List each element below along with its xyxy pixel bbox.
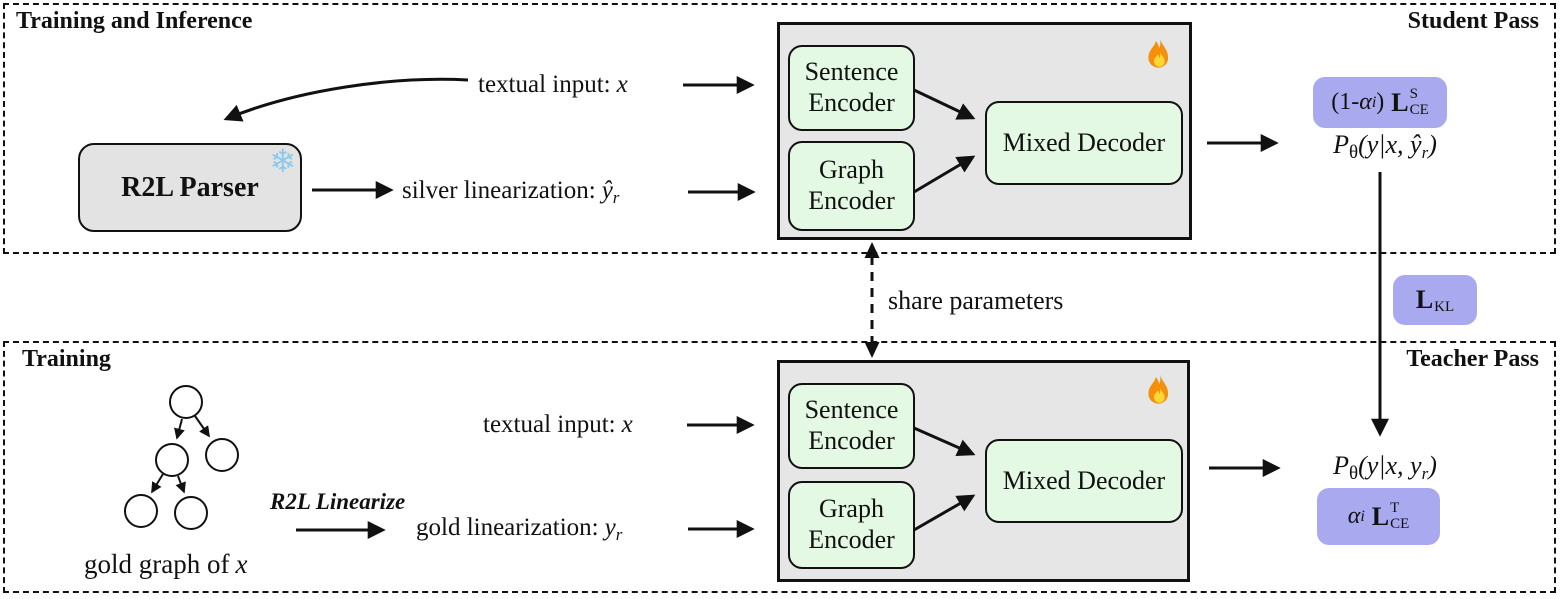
student-loss-alpha: α xyxy=(1359,89,1372,115)
teacher-mixed-decoder: Mixed Decoder xyxy=(985,439,1183,523)
bottom-section-title: Training xyxy=(22,346,111,372)
silver-linearization-label: silver linearization:ŷr xyxy=(402,177,619,208)
student-formula-var-sub: r xyxy=(1421,143,1429,162)
student-loss-coef-close: ) xyxy=(1376,89,1385,115)
textual-input-label-top: textual input:x xyxy=(478,71,628,99)
silver-linearization-var: ŷ xyxy=(601,177,613,204)
student-loss-alpha-sub: i xyxy=(1371,93,1377,111)
teacher-section-frame xyxy=(3,341,1556,593)
teacher-output-formula: Pθ(y|x, yr) xyxy=(1300,451,1470,485)
graph-node-right xyxy=(205,438,239,472)
kl-sub: KL xyxy=(1434,299,1455,315)
textual-input-var-bottom: x xyxy=(621,411,633,438)
silver-linearization-sub: r xyxy=(612,188,620,207)
gold-linearization-text: gold linearization: xyxy=(416,514,599,541)
kl-L: L xyxy=(1415,285,1434,314)
gold-linearization-sub: r xyxy=(615,525,623,544)
gold-linearization-var: y xyxy=(604,514,616,541)
kl-loss-badge: L KL xyxy=(1393,275,1477,325)
teacher-formula-body: (y|x, xyxy=(1358,451,1411,480)
snowflake-icon: ❄ xyxy=(269,142,296,180)
student-model-panel: Sentence Encoder Graph Encoder Mixed Dec… xyxy=(777,22,1192,240)
student-theta: θ xyxy=(1349,142,1359,163)
student-formula-body: (y|x, xyxy=(1358,130,1411,159)
graph-node-bottom-left xyxy=(124,494,158,528)
student-loss-sub: CE xyxy=(1409,101,1429,118)
teacher-model-panel: Sentence Encoder Graph Encoder Mixed Dec… xyxy=(777,360,1190,582)
student-mixed-decoder: Mixed Decoder xyxy=(985,101,1183,185)
gold-graph-caption-text: gold graph of xyxy=(84,549,230,579)
textual-input-text-top: textual input: xyxy=(478,71,611,98)
teacher-loss-L: L xyxy=(1371,501,1390,531)
textual-input-label-bottom: textual input:x xyxy=(483,411,633,439)
student-formula-close: ) xyxy=(1428,130,1437,159)
teacher-theta: θ xyxy=(1349,463,1359,484)
silver-linearization-text: silver linearization: xyxy=(402,177,596,204)
teacher-pass-label: Teacher Pass xyxy=(1406,346,1539,372)
fire-icon-student xyxy=(1148,38,1169,68)
top-section-title: Training and Inference xyxy=(16,8,253,34)
r2l-parser-box: R2L Parser ❄ xyxy=(78,143,302,232)
teacher-formula-var-sub: r xyxy=(1421,464,1429,483)
graph-node-root xyxy=(169,385,203,419)
student-P: P xyxy=(1333,130,1350,159)
teacher-loss-alpha-sub: i xyxy=(1360,507,1365,525)
graph-node-mid xyxy=(155,443,189,477)
student-pass-label: Student Pass xyxy=(1407,8,1539,34)
gold-graph-caption-var: x xyxy=(235,549,248,579)
textual-input-var-top: x xyxy=(616,71,628,98)
student-output-formula: Pθ(y|x, ŷr) xyxy=(1300,130,1470,164)
teacher-loss-sup: T xyxy=(1390,499,1400,516)
student-loss-coef-open: (1- xyxy=(1331,89,1360,115)
r2l-parser-label: R2L Parser xyxy=(121,171,259,203)
student-loss-sup: S xyxy=(1409,85,1418,102)
r2l-linearize-label: R2L Linearize xyxy=(270,489,406,514)
teacher-sentence-encoder: Sentence Encoder xyxy=(788,383,915,469)
teacher-formula-var: y xyxy=(1410,451,1422,480)
student-formula-var: ŷ xyxy=(1410,130,1422,159)
student-sentence-encoder: Sentence Encoder xyxy=(788,45,915,131)
teacher-loss-alpha: α xyxy=(1347,503,1361,529)
textual-input-text-bottom: textual input: xyxy=(483,411,616,438)
student-section-frame xyxy=(3,3,1556,254)
gold-linearization-label: gold linearization:yr xyxy=(416,514,622,545)
teacher-loss-sub: CE xyxy=(1390,515,1410,532)
graph-node-bottom-right xyxy=(174,496,208,530)
share-parameters-label: share parameters xyxy=(888,286,1064,315)
fire-icon-teacher xyxy=(1148,374,1169,404)
teacher-P: P xyxy=(1333,451,1350,480)
student-graph-encoder: Graph Encoder xyxy=(788,141,915,231)
teacher-formula-close: ) xyxy=(1428,451,1437,480)
teacher-graph-encoder: Graph Encoder xyxy=(788,481,915,569)
student-loss-L: L xyxy=(1391,87,1409,117)
